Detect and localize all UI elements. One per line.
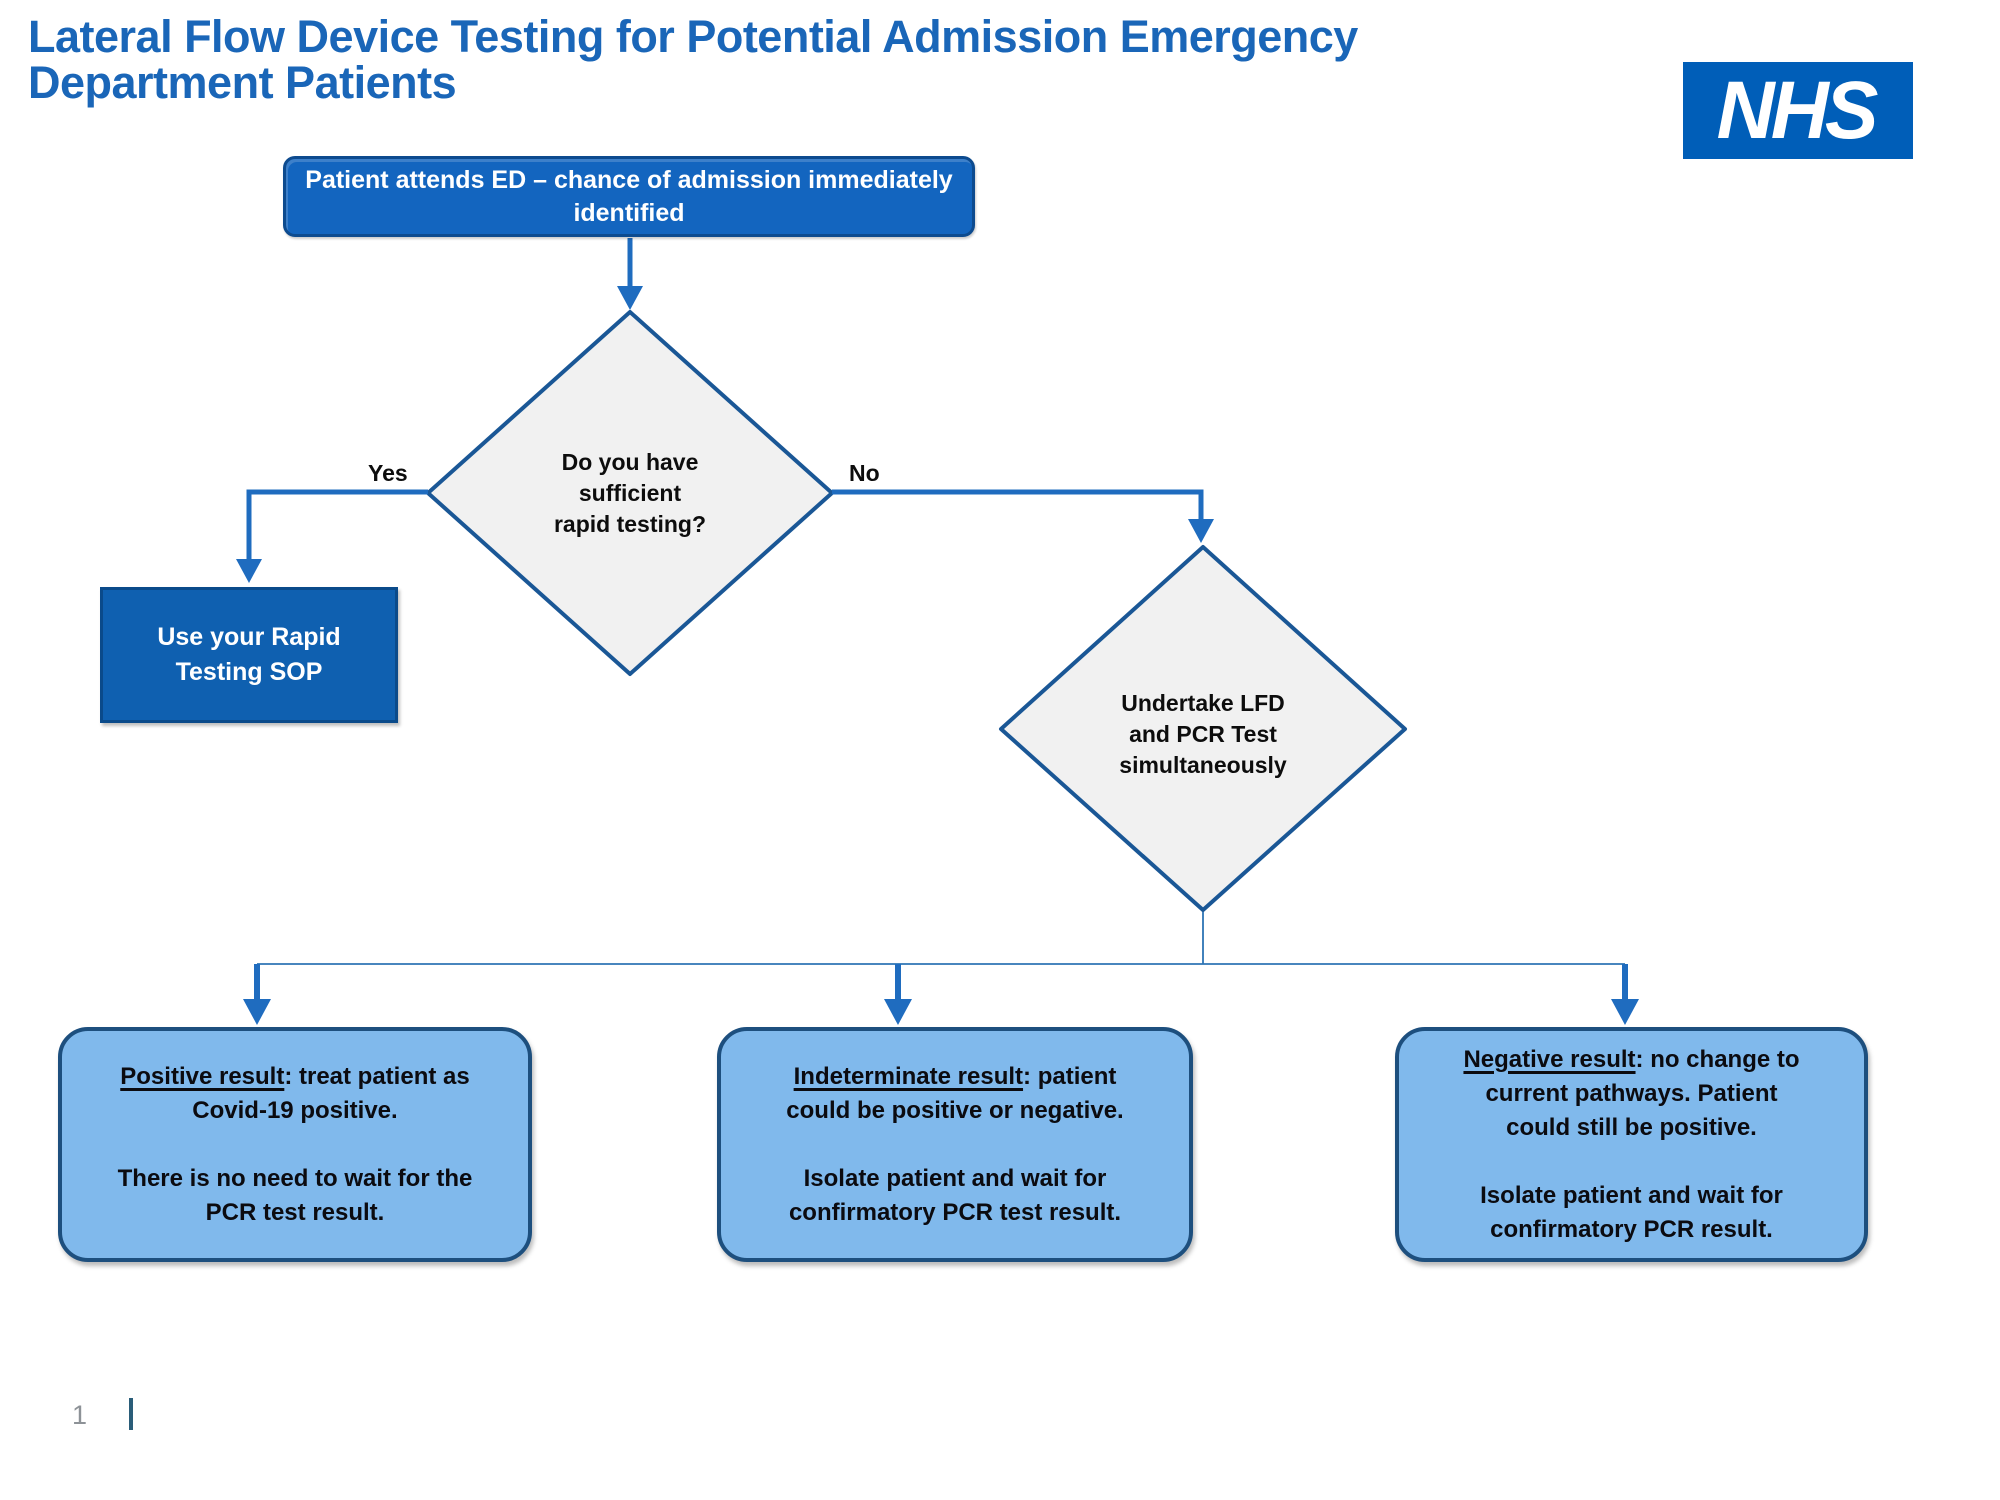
outcome-indeterminate-para1: Indeterminate result: patient could be p… bbox=[786, 1060, 1123, 1128]
decision2-diamond bbox=[999, 545, 1407, 912]
arrowhead-down-icon bbox=[1188, 519, 1214, 543]
outcome-node-indeterminate: Indeterminate result: patient could be p… bbox=[717, 1027, 1193, 1262]
start-node: Patient attends ED – chance of admission… bbox=[283, 156, 975, 237]
outcome-negative-rest: : no change to current pathways. Patient… bbox=[1485, 1045, 1800, 1141]
start-node-label: Patient attends ED – chance of admission… bbox=[305, 165, 953, 227]
footer-divider-bar bbox=[129, 1398, 133, 1430]
page-title: Lateral Flow Device Testing for Potentia… bbox=[28, 11, 1358, 108]
outcome-node-negative: Negative result: no change to current pa… bbox=[1395, 1027, 1868, 1262]
arrow-outcome-negative bbox=[1611, 964, 1639, 1025]
arrowhead-down-icon bbox=[243, 999, 271, 1025]
sop-node-label: Use your Rapid Testing SOP bbox=[157, 623, 341, 686]
distributor-connector bbox=[257, 912, 1625, 965]
outcome-positive-para1: Positive result: treat patient as Covid-… bbox=[120, 1060, 469, 1128]
outcome-positive-para2: There is no need to wait for the PCR tes… bbox=[117, 1164, 473, 1226]
outcome-indeterminate-rest: : patient could be positive or negative. bbox=[786, 1062, 1124, 1124]
page-number: 1 bbox=[72, 1400, 88, 1430]
outcome-positive-lead: Positive result bbox=[120, 1062, 285, 1090]
decision1-diamond bbox=[426, 310, 834, 676]
outcome-negative-lead: Negative result bbox=[1463, 1045, 1636, 1073]
arrowhead-down-icon bbox=[236, 559, 262, 583]
outcome-node-positive: Positive result: treat patient as Covid-… bbox=[58, 1027, 532, 1262]
arrow-outcome-positive bbox=[243, 964, 271, 1025]
outcome-positive-rest: : treat patient as Covid-19 positive. bbox=[192, 1062, 470, 1124]
outcome-negative-para1: Negative result: no change to current pa… bbox=[1463, 1043, 1799, 1145]
decision2-label: Undertake LFD and PCR Test simultaneousl… bbox=[1119, 690, 1287, 778]
nhs-logo-text: NHS bbox=[1717, 64, 1879, 156]
arrow-start-to-decision1 bbox=[617, 238, 643, 310]
arrowhead-down-icon bbox=[1611, 999, 1639, 1025]
sop-node: Use your Rapid Testing SOP bbox=[100, 587, 398, 723]
nhs-logo: NHS bbox=[1683, 62, 1913, 159]
arrowhead-down-icon bbox=[884, 999, 912, 1025]
arrow-outcome-indeterminate bbox=[884, 964, 912, 1025]
no-label: No bbox=[849, 460, 880, 486]
outcome-indeterminate-para2: Isolate patient and wait for confirmator… bbox=[788, 1164, 1122, 1226]
outcome-indeterminate-lead: Indeterminate result bbox=[793, 1062, 1024, 1090]
decision1-label: Do you have sufficient rapid testing? bbox=[553, 449, 707, 537]
arrow-yes-to-sop bbox=[236, 489, 428, 583]
arrowhead-down-icon bbox=[617, 286, 643, 310]
outcome-negative-para2: Isolate patient and wait for confirmator… bbox=[1480, 1181, 1783, 1243]
arrow-no-to-decision2 bbox=[832, 489, 1214, 543]
yes-label: Yes bbox=[368, 460, 408, 486]
